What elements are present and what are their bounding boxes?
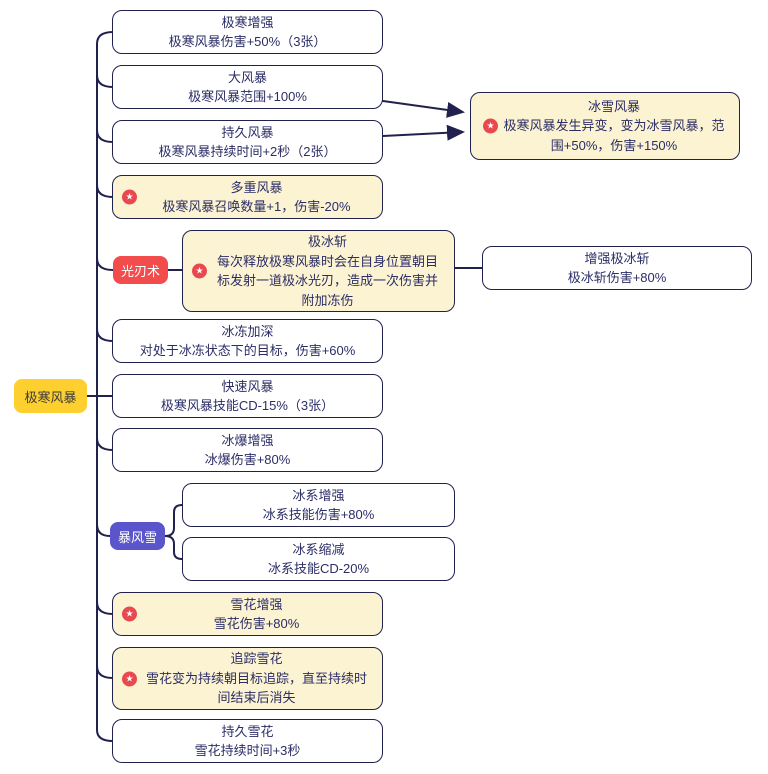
node-lasting-snowflake[interactable]: 持久雪花 雪花持续时间+3秒	[112, 719, 383, 763]
node-title: 冰雪风暴	[587, 98, 640, 114]
star-icon: ★	[122, 606, 137, 622]
node-desc: 雪花持续时间+3秒	[194, 743, 301, 758]
node-snowflake-enhance[interactable]: ★ 雪花增强 雪花伤害+80%	[112, 592, 383, 636]
node-desc: 冰爆伤害+80%	[204, 452, 291, 467]
node-desc: 雪花伤害+80%	[213, 616, 300, 631]
node-enhanced-ice-slash[interactable]: 增强极冰斩 极冰斩伤害+80%	[482, 246, 752, 290]
star-icon: ★	[192, 263, 207, 279]
node-desc: 雪花变为持续朝目标追踪，直至持续时间结束后消失	[145, 670, 367, 706]
node-tracking-snowflake[interactable]: ★ 追踪雪花 雪花变为持续朝目标追踪，直至持续时间结束后消失	[112, 647, 383, 710]
node-desc: 冰系技能CD-20%	[267, 561, 370, 576]
root-node-extreme-cold-storm[interactable]: 极寒风暴	[14, 379, 87, 413]
node-lasting-storm[interactable]: 持久风暴 极寒风暴持续时间+2秒（2张）	[112, 120, 383, 164]
node-desc: 极寒风暴持续时间+2秒（2张）	[158, 144, 337, 159]
node-ice-type-cd-reduce[interactable]: 冰系缩减 冰系技能CD-20%	[182, 537, 455, 581]
node-fast-storm[interactable]: 快速风暴 极寒风暴技能CD-15%（3张）	[112, 374, 383, 418]
node-title: 冰系增强	[292, 487, 345, 503]
node-desc: 极寒风暴召唤数量+1，伤害-20%	[162, 199, 351, 214]
branch-label-blizzard[interactable]: 暴风雪	[110, 522, 165, 550]
node-title: 冰冻加深	[221, 323, 274, 339]
node-freeze-deepen[interactable]: 冰冻加深 对处于冰冻状态下的目标，伤害+60%	[112, 319, 383, 363]
node-title: 极冰斩	[307, 234, 347, 249]
node-desc: 极寒风暴发生异变，变为冰雪风暴，范围+50%，伤害+150%	[503, 118, 725, 153]
node-title: 追踪雪花	[230, 651, 283, 667]
root-label: 极寒风暴	[24, 389, 77, 405]
branch-label-text: 暴风雪	[117, 529, 157, 545]
star-icon: ★	[122, 671, 137, 686]
node-title: 持久雪花	[221, 723, 274, 739]
node-desc: 极寒风暴伤害+50%（3张）	[168, 34, 327, 49]
node-title: 极寒增强	[221, 14, 274, 30]
node-ice-snow-storm[interactable]: ★ 冰雪风暴 极寒风暴发生异变，变为冰雪风暴，范围+50%，伤害+150%	[470, 92, 740, 160]
node-desc: 每次释放极寒风暴时会在自身位置朝目标发射一道极冰光刃，造成一次伤害并附加冻伤	[216, 253, 438, 308]
node-title: 大风暴	[227, 69, 267, 85]
node-desc: 对处于冰冻状态下的目标，伤害+60%	[139, 343, 356, 358]
node-desc: 冰系技能伤害+80%	[262, 507, 375, 522]
node-multi-storm[interactable]: ★ 多重风暴 极寒风暴召唤数量+1，伤害-20%	[112, 175, 383, 219]
node-desc: 极寒风暴范围+100%	[188, 89, 307, 104]
node-desc: 极寒风暴技能CD-15%（3张）	[160, 398, 335, 413]
node-title: 冰系缩减	[292, 541, 345, 557]
branch-label-text: 光刃术	[120, 263, 160, 279]
node-title: 快速风暴	[221, 378, 274, 394]
node-title: 增强极冰斩	[584, 250, 650, 266]
star-icon: ★	[122, 189, 137, 205]
node-extreme-ice-slash[interactable]: ★ 极冰斩 每次释放极寒风暴时会在自身位置朝目标发射一道极冰光刃，造成一次伤害并…	[182, 230, 455, 312]
node-desc: 极冰斩伤害+80%	[567, 270, 667, 285]
node-title: 多重风暴	[230, 179, 283, 195]
node-title: 持久风暴	[221, 124, 274, 140]
branch-label-light-blade[interactable]: 光刃术	[113, 256, 168, 284]
node-extreme-cold-enhance[interactable]: 极寒增强 极寒风暴伤害+50%（3张）	[112, 10, 383, 54]
node-title: 冰爆增强	[221, 432, 274, 448]
node-ice-burst-enhance[interactable]: 冰爆增强 冰爆伤害+80%	[112, 428, 383, 472]
star-icon: ★	[483, 118, 498, 134]
node-ice-type-enhance[interactable]: 冰系增强 冰系技能伤害+80%	[182, 483, 455, 527]
node-title: 雪花增强	[230, 596, 283, 612]
node-big-storm[interactable]: 大风暴 极寒风暴范围+100%	[112, 65, 383, 109]
